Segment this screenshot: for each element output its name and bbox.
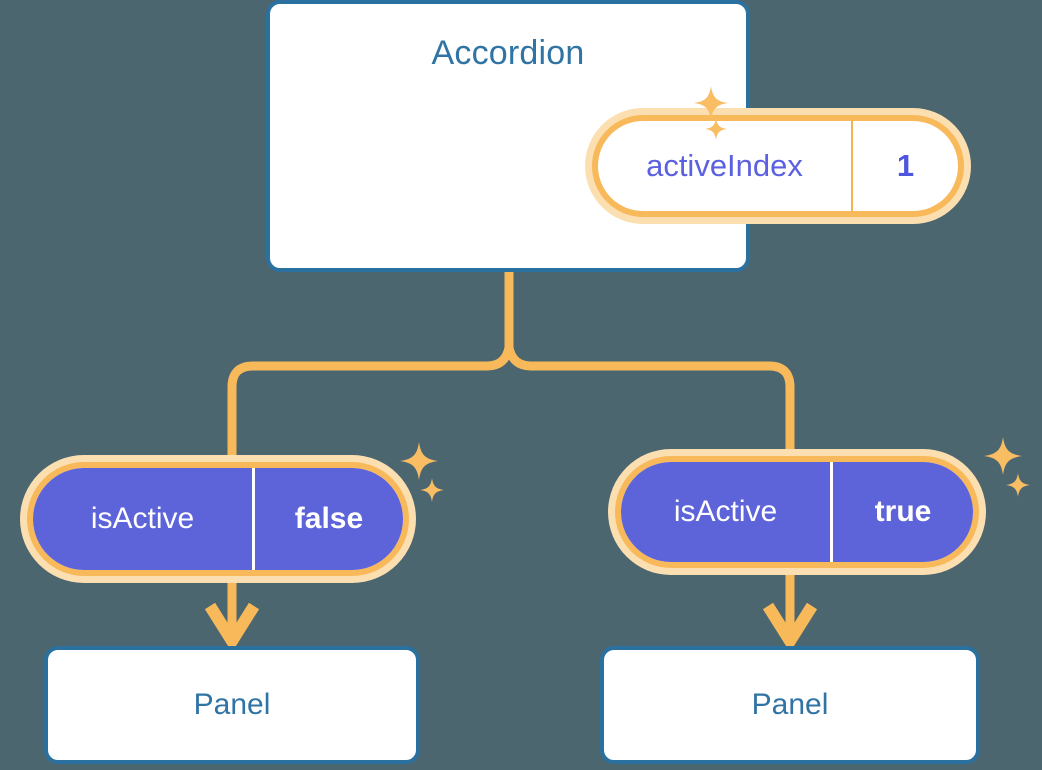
state-key-label: isActive [33,468,255,570]
state-key-label: activeIndex [598,121,853,211]
state-pill-body: activeIndex 1 [598,121,958,211]
state-value-label: false [255,468,403,570]
state-pill-body: isActive true [621,462,973,562]
state-pill-body: isActive false [33,468,403,570]
state-pill-is-active-false[interactable]: isActive false [20,455,416,583]
component-card-accordion[interactable]: Accordion activeIndex 1 [266,0,971,272]
state-pill-ring: activeIndex 1 [592,115,964,217]
panel-title: Panel [193,688,271,721]
state-value-label: 1 [896,148,915,183]
arrow-down-icon-left [204,583,260,653]
connector-branch-left [227,361,492,460]
sparkle-icon [984,437,1022,475]
state-key-label: isActive [621,462,833,562]
state-value-label: true [833,462,973,562]
state-pill-ring: isActive true [615,456,979,568]
state-pill-active-index[interactable]: activeIndex 1 [585,108,971,224]
connector-branch-right [526,361,795,457]
state-pill-ring: isActive false [27,462,409,576]
sparkle-icon [400,442,438,480]
component-card-panel-left[interactable]: Panel [44,646,420,764]
panel-title: Panel [751,688,829,721]
arrow-down-icon-right [762,575,818,653]
component-card-panel-right[interactable]: Panel [600,646,980,764]
sparkle-icon [1006,473,1030,497]
connector-split-peak [482,343,536,371]
page-title: Accordion [431,34,585,72]
sparkle-icon [420,478,444,502]
state-pill-is-active-true[interactable]: isActive true [608,449,986,575]
